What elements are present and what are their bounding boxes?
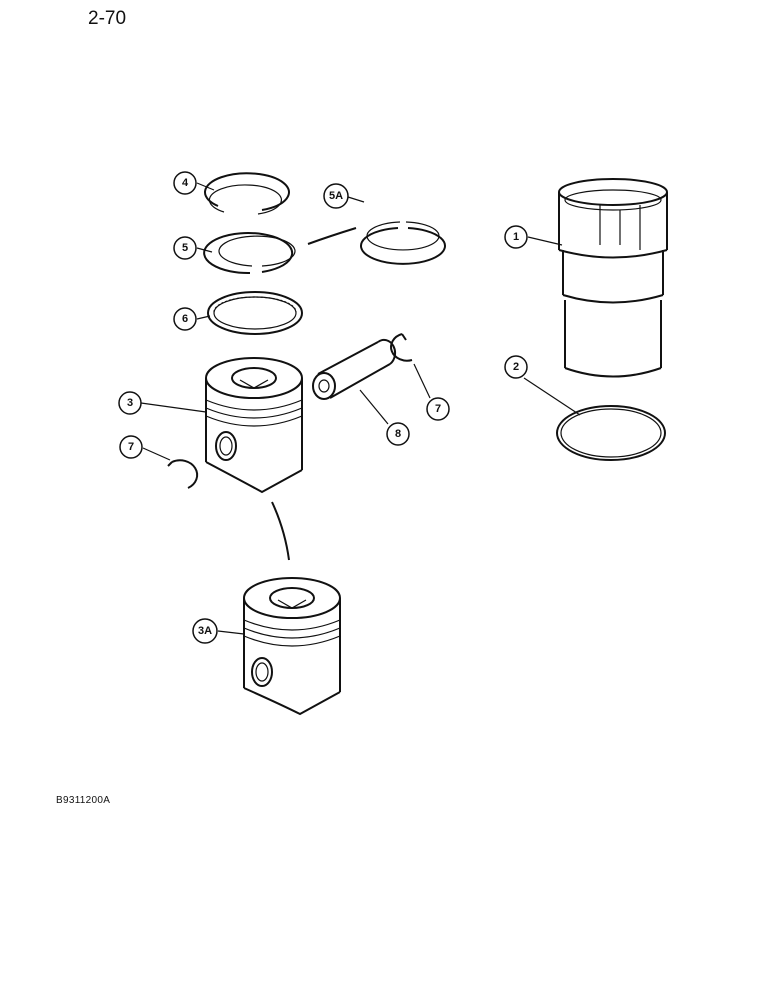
leader-lines bbox=[140, 182, 581, 635]
callout-label: 7 bbox=[435, 403, 441, 415]
callout-7-left: 7 bbox=[119, 435, 143, 459]
callout-3: 3 bbox=[118, 391, 142, 415]
alternate-part-arrow bbox=[307, 227, 357, 245]
piston-drawing bbox=[205, 357, 303, 494]
callout-6: 6 bbox=[173, 307, 197, 331]
piston-alt-drawing bbox=[243, 577, 341, 716]
o-ring-drawing bbox=[556, 405, 666, 461]
alternate-piston-arrow bbox=[271, 501, 290, 561]
callout-label: 4 bbox=[182, 177, 189, 189]
piston-pin-drawing bbox=[312, 338, 397, 400]
compression-ring-second-drawing bbox=[203, 232, 296, 275]
callout-label: 5A bbox=[329, 190, 343, 202]
callout-label: 3 bbox=[127, 397, 133, 409]
callout-4: 4 bbox=[173, 171, 197, 195]
callout-3a: 3A bbox=[192, 618, 218, 644]
callout-1: 1 bbox=[504, 225, 528, 249]
callout-5: 5 bbox=[173, 236, 197, 260]
callout-label: 2 bbox=[513, 361, 519, 373]
callout-5a: 5A bbox=[323, 183, 349, 209]
cylinder-liner-drawing bbox=[558, 178, 668, 378]
figure-code: B9311200A bbox=[56, 795, 111, 806]
callout-label: 7 bbox=[128, 441, 134, 453]
compression-ring-alt-drawing bbox=[360, 221, 446, 265]
callout-label: 6 bbox=[182, 313, 188, 325]
snap-ring-left-drawing bbox=[167, 459, 199, 489]
callout-label: 5 bbox=[182, 242, 188, 254]
callout-2: 2 bbox=[504, 355, 528, 379]
callout-label: 3A bbox=[198, 625, 212, 637]
callout-label: 8 bbox=[395, 428, 401, 440]
callout-label: 1 bbox=[513, 231, 519, 243]
callout-8: 8 bbox=[386, 422, 410, 446]
compression-ring-top-drawing bbox=[204, 172, 290, 215]
callout-7-right: 7 bbox=[426, 397, 450, 421]
snap-ring-right-drawing bbox=[390, 333, 413, 362]
oil-control-ring-drawing bbox=[207, 291, 303, 335]
page-number: 2-70 bbox=[88, 8, 127, 29]
